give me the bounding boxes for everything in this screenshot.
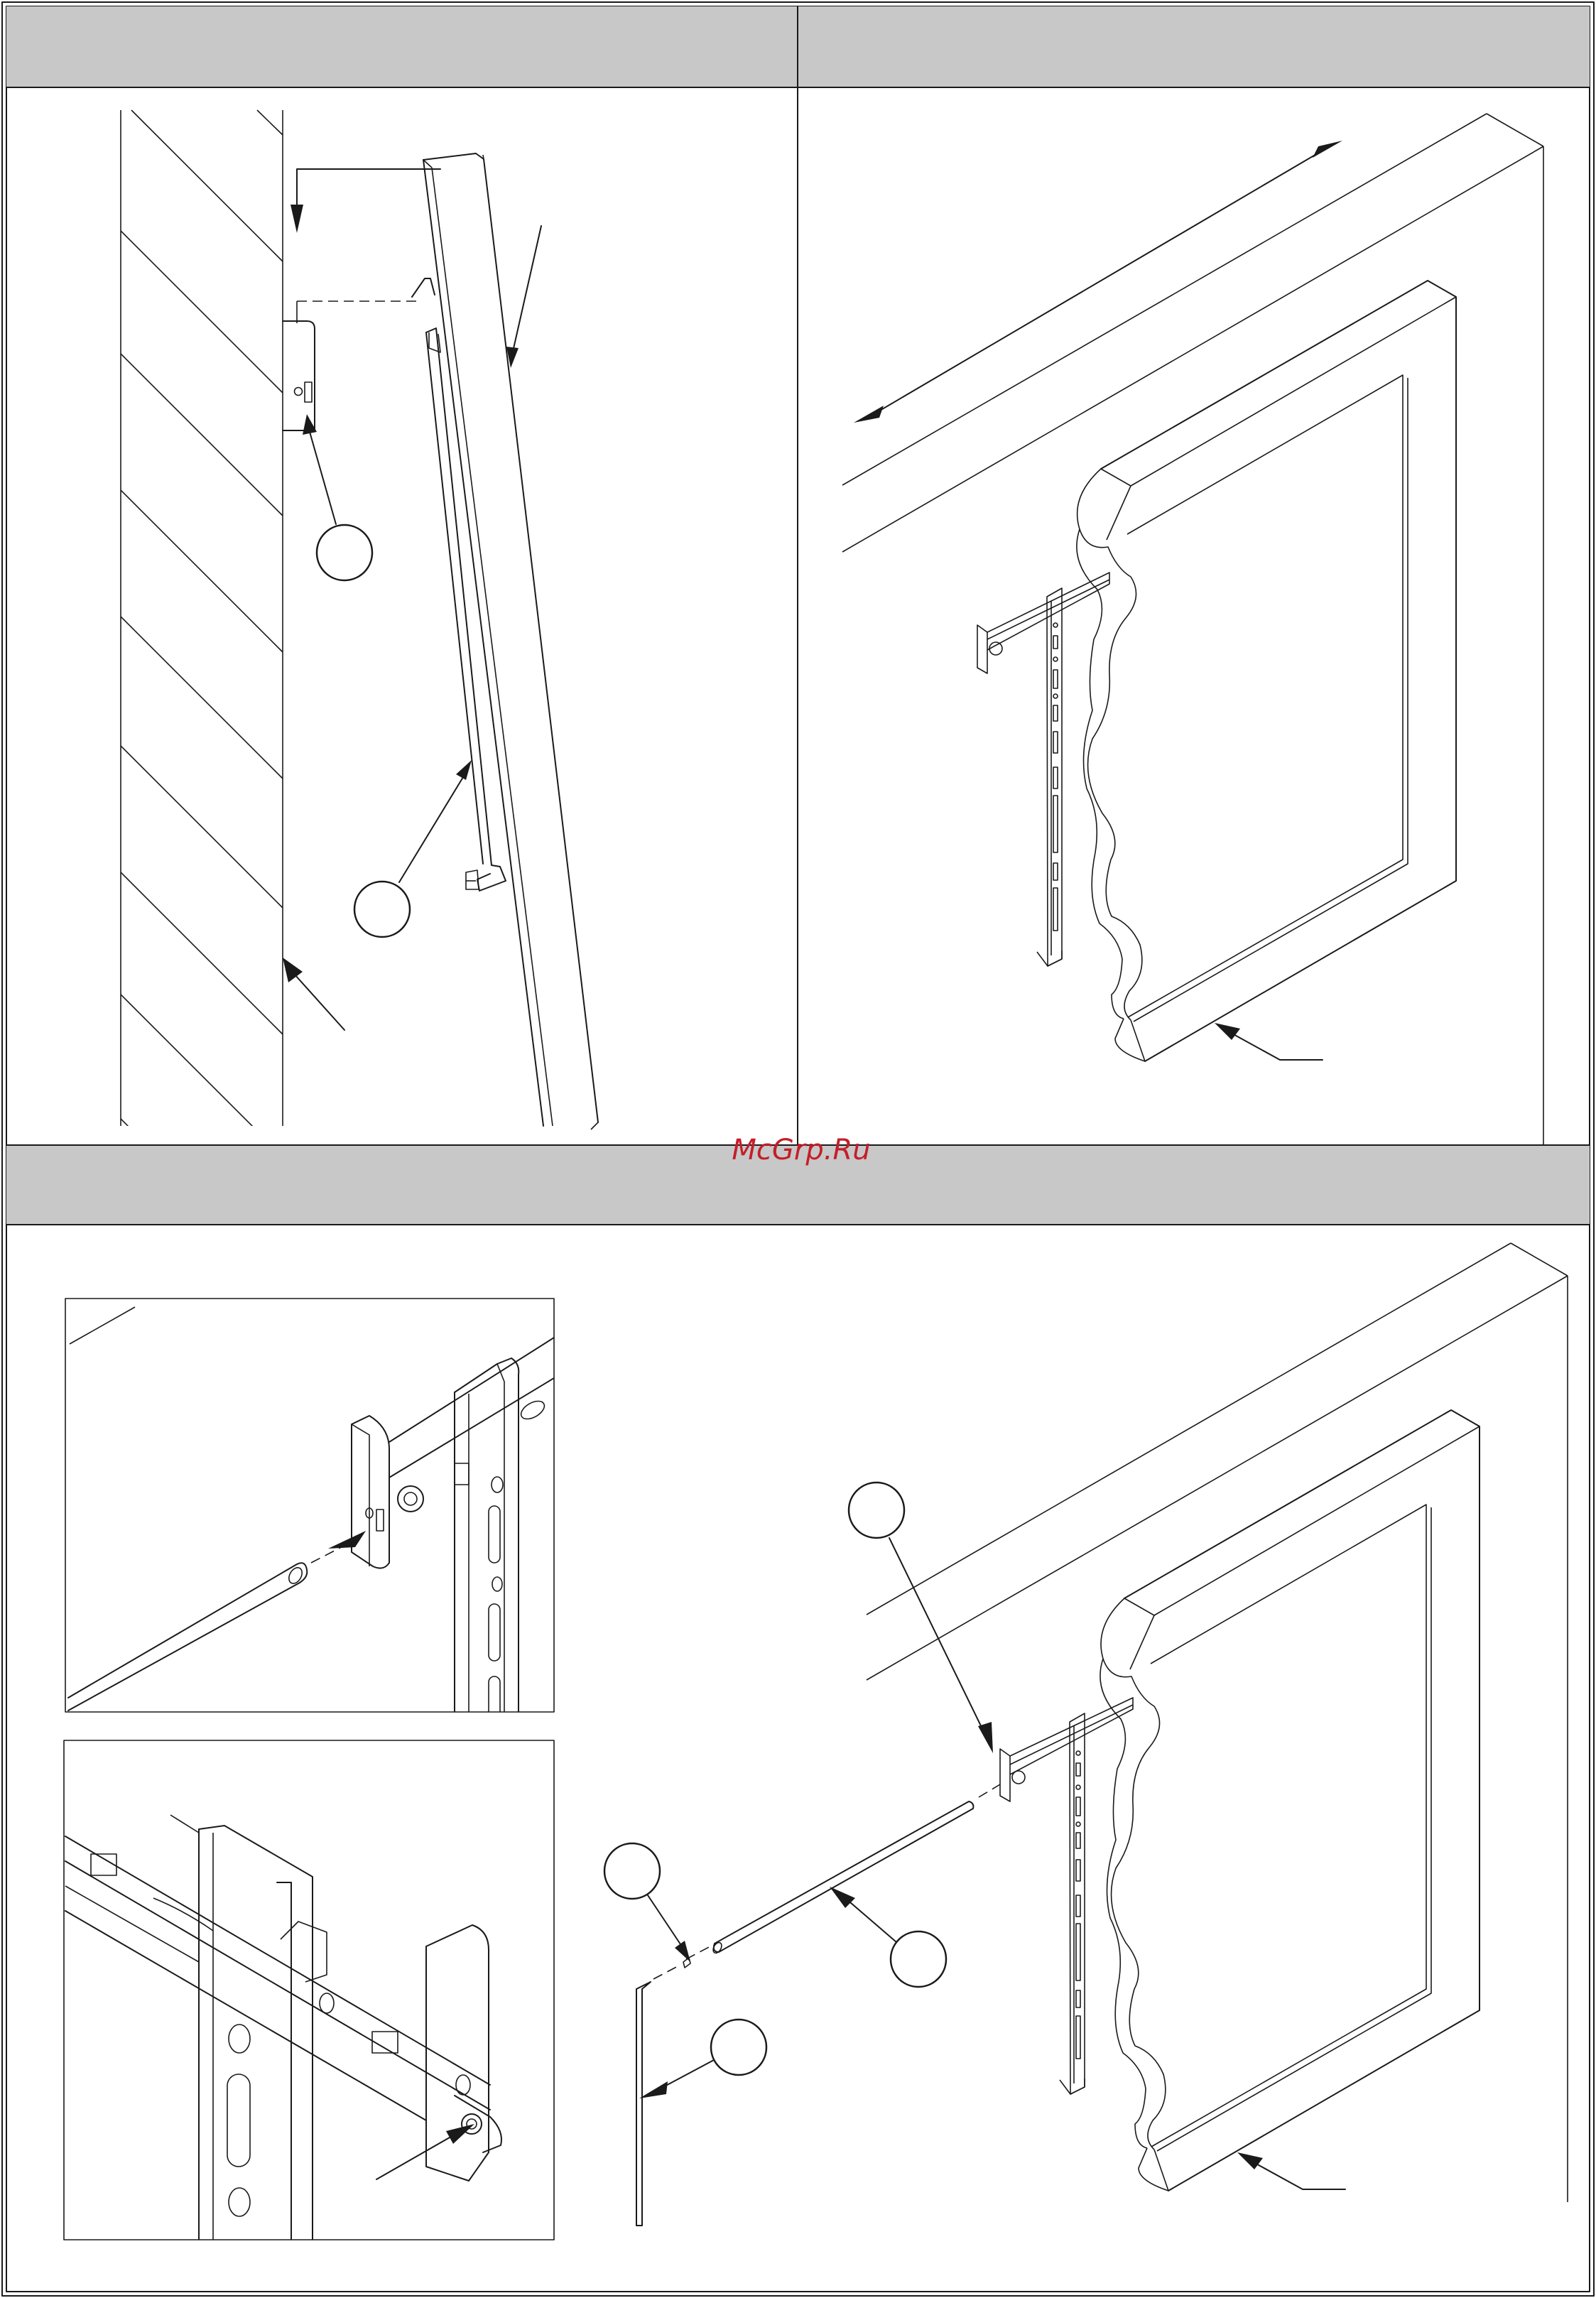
header-band-top-right — [798, 6, 1590, 87]
callout-rod — [830, 1887, 946, 1987]
bracket-slots-bottom — [1076, 1751, 1080, 2059]
frame-leader-arrow-bottom — [1237, 2152, 1345, 2189]
mount-bracket-top — [977, 573, 1109, 966]
panel-dividers — [6, 6, 1590, 1225]
mount-bracket-bottom — [1000, 1698, 1133, 2094]
display-frame-top — [1077, 281, 1456, 1061]
callout-pin — [604, 1843, 690, 1962]
wall-outline-top — [842, 114, 1543, 1145]
wall-plate — [283, 321, 315, 430]
display-profile — [423, 153, 598, 1129]
frame-view-illustration — [842, 114, 1543, 1145]
bracket-slots-top — [1053, 623, 1058, 931]
callout-bracket-bottom — [849, 1483, 993, 1753]
display-bracket — [412, 278, 506, 891]
callout-hex-key — [639, 2020, 766, 2098]
display-frame-bottom — [1100, 1410, 1480, 2191]
display-leader-arrow — [506, 226, 541, 368]
wall-hatching — [121, 110, 283, 1156]
lift-arrow — [291, 169, 440, 233]
frame-leader-arrow — [1215, 1023, 1323, 1060]
wall-outline-bottom — [867, 1243, 1568, 2202]
wall-leader-arrow — [283, 958, 344, 1030]
hex-key-tool — [636, 1982, 651, 2226]
side-view-illustration — [121, 110, 598, 1156]
callout-display-bracket — [354, 760, 472, 937]
header-band-top-left — [6, 6, 798, 87]
inset-detail-b — [64, 1740, 554, 2240]
callout-wall-plate — [303, 414, 372, 580]
size-arrow — [854, 141, 1342, 423]
security-rod — [686, 1784, 1000, 1959]
pin — [653, 1958, 690, 1979]
watermark-text: McGrp.Ru — [732, 1134, 870, 1166]
wall-section — [121, 110, 283, 1156]
assembly-view-illustration — [64, 1243, 1568, 2240]
inset-detail-a — [65, 1299, 554, 1733]
